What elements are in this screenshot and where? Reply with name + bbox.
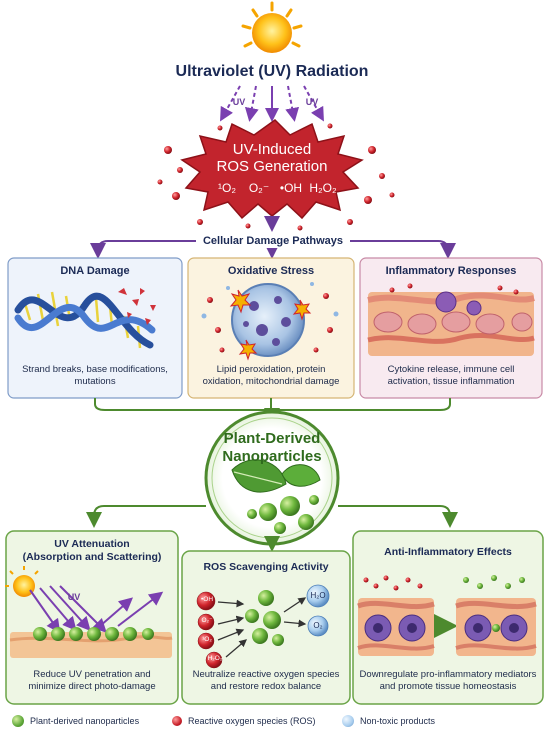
dna-helix-icon (14, 288, 156, 349)
uv-radiation-title: Ultraviolet (UV) Radiation (175, 63, 369, 80)
ros-species-singlet-oxygen: ¹O₂ (218, 181, 236, 195)
uv-attenuation-illustration (5, 566, 173, 658)
hub-title-line2: Nanoparticles (222, 448, 322, 465)
inflammatory-caption-line2: activation, tissue inflammation (387, 376, 515, 387)
burst-title-line1: UV-Induced (232, 141, 312, 158)
inflammatory-responses-title: Inflammatory Responses (385, 265, 517, 277)
uv-attenuation-title-line1: UV Attenuation (54, 538, 130, 550)
ros-species-hydrogen-peroxide: H₂O₂ (309, 181, 337, 195)
nanoparticle-legend-icon (12, 715, 24, 727)
oxidative-stress-cell-icon (201, 282, 339, 361)
ros-species-superoxide: O₂⁻ (248, 181, 270, 195)
oxidative-stress-title: Oxidative Stress (227, 265, 315, 277)
legend-label-nanoparticles: Plant-derived nanoparticles (30, 716, 140, 726)
ros-label-singlet-oxygen: ¹O₂ (202, 636, 212, 643)
ros-label-hydrogen-peroxide: H₂O₂ (207, 655, 223, 662)
cellular-damage-heading: Cellular Damage Pathways (196, 235, 350, 248)
uv-label-left: UV (232, 97, 246, 107)
hub-title-line1: Plant-Derived (223, 430, 321, 447)
ros-particles (157, 123, 395, 231)
product-label-oxygen: O₂ (313, 621, 323, 630)
ros-scavenging-title: ROS Scavenging Activity (203, 561, 329, 573)
inflammatory-caption-line1: Cytokine release, immune cell (387, 364, 515, 375)
non-toxic-legend-icon (342, 715, 354, 727)
ros-legend-icon (172, 716, 182, 726)
ros-label-superoxide: O₂⁻ (201, 617, 213, 624)
ros-scavenging-caption-line2: and restore redox balance (210, 681, 322, 692)
dna-damage-caption-line1: Strand breaks, base modifications, (22, 364, 168, 375)
uv-attenuation-caption-line2: minimize direct photo-damage (28, 681, 156, 692)
oxidative-stress-caption-line2: oxidation, mitochondrial damage (202, 376, 340, 387)
uv-attenuation-title-line2: (Absorption and Scattering) (22, 551, 162, 563)
leaf-icon (231, 459, 321, 493)
ros-scavenging-caption-line1: Neutralize reactive oxygen species (192, 669, 340, 680)
legend-label-ros: Reactive oxygen species (ROS) (188, 716, 316, 726)
legend-item-ros: Reactive oxygen species (ROS) (172, 712, 316, 730)
uv-ray-arrows (220, 85, 324, 122)
product-label-water: H₂O (310, 591, 326, 600)
protection-panels (5, 530, 544, 705)
ros-label-hydroxyl: •OH (200, 596, 214, 603)
anti-inflammatory-caption-line1: Downregulate pro-inflammatory mediators (359, 669, 537, 680)
burst-title-line2: ROS Generation (216, 158, 328, 175)
ros-species-hydroxyl: •OH (279, 181, 303, 195)
anti-inflammatory-title: Anti-Inflammatory Effects (384, 546, 512, 558)
legend-label-non-toxic: Non-toxic products (360, 716, 436, 726)
damage-branch-arrows (90, 240, 456, 259)
oxidative-stress-caption-line1: Lipid peroxidation, protein (216, 364, 326, 375)
uv-attenuation-inner-label: UV (67, 592, 81, 602)
dna-damage-caption-line2: mutations (74, 376, 116, 387)
inflamed-tissue-icon (367, 283, 535, 356)
hub-nanoparticles (247, 495, 319, 534)
uv-attenuation-caption-line1: Reduce UV penetration and (33, 669, 151, 680)
legend-item-nanoparticles: Plant-derived nanoparticles (12, 712, 139, 730)
dna-damage-title: DNA Damage (60, 265, 130, 277)
ros-scavenging-illustration (196, 584, 330, 669)
legend-item-non-toxic: Non-toxic products (342, 712, 435, 730)
uv-label-right: UV (305, 97, 319, 107)
anti-inflammatory-caption-line2: and promote tissue homeostasis (379, 681, 517, 692)
sun-icon (241, 1, 303, 53)
protection-branch-arrows (86, 505, 458, 552)
anti-inflammatory-illustration (357, 575, 537, 656)
